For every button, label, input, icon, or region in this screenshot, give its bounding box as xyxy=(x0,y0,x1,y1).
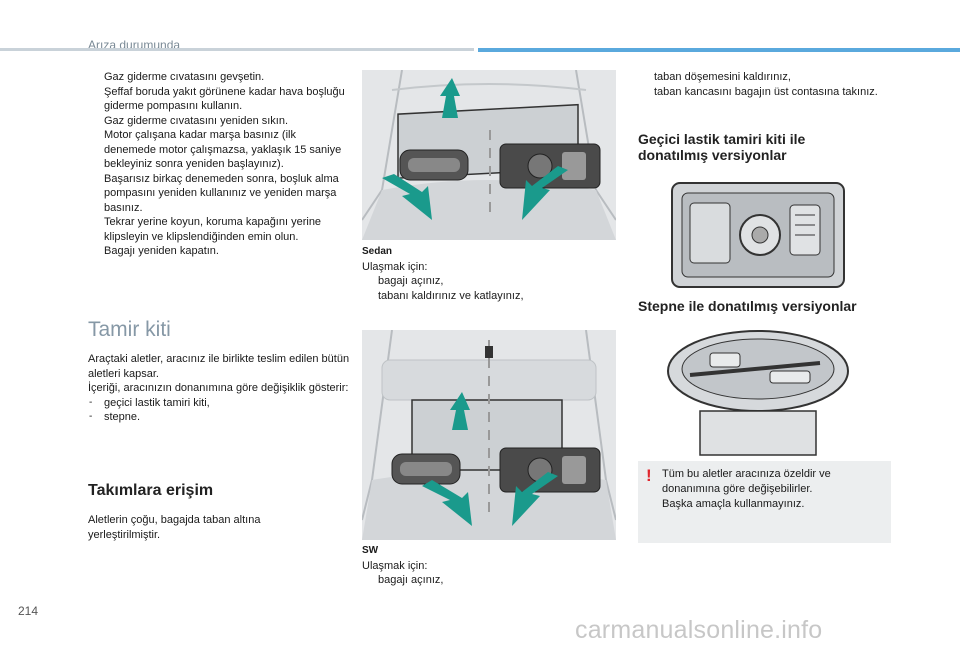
list-item: taban döşemesini kaldırınız, xyxy=(654,71,791,83)
list-item: Tekrar yerine koyun, koruma kapağını yer… xyxy=(104,216,322,243)
list-item: bagajı açınız, xyxy=(378,574,444,586)
sedan-trunk-drawing xyxy=(362,70,616,240)
takim-access-heading: Takımlara erişim xyxy=(88,482,214,499)
repair-kit-heading: Geçici lastik tamiri kiti ile donatılmış… xyxy=(638,131,806,163)
list-item: bagajı açınız, xyxy=(378,275,444,287)
warning-icon: ! xyxy=(646,466,652,485)
page-number: 214 xyxy=(18,604,39,618)
sw-trunk-illustration xyxy=(362,330,616,540)
spare-wheel-heading: Stepne ile donatılmış versiyonlar xyxy=(638,298,857,314)
takim-access-text: Aletlerin çoğu, bagajda taban altına yer… xyxy=(88,514,261,541)
watermark: carmanualsonline.info xyxy=(575,616,823,644)
list-item: Başarısız birkaç denemeden sonra, boşluk… xyxy=(104,172,339,214)
list-item: tabanı kaldırınız ve katlayınız, xyxy=(378,289,524,302)
spare-wheel-drawing xyxy=(667,330,849,456)
list-item: -geçici lastik tamiri kiti, xyxy=(89,396,210,409)
tamir-kiti-intro: Araçtaki aletler, aracınız ile birlikte … xyxy=(88,353,350,423)
sw-trunk-drawing xyxy=(362,330,616,540)
list-item: Bagajı yeniden kapatın. xyxy=(104,245,219,257)
header-divider xyxy=(0,48,474,51)
list-item: Motor çalışana kadar marşa basınız (ilk … xyxy=(104,129,342,170)
list-item: -stepne. xyxy=(89,411,141,423)
repair-kit-illustration xyxy=(660,175,856,295)
fuel-bleeding-steps: Gaz giderme cıvatasını gevşetin. Şeffaf … xyxy=(88,70,346,259)
repair-kit-drawing xyxy=(671,182,845,288)
floor-steps: taban döşemesini kaldırınız, taban kanca… xyxy=(638,70,888,99)
sedan-caption: Sedan Ulaşmak için: bagajı açınız, taban… xyxy=(362,245,612,303)
warning-note: ! Tüm bu aletler aracınıza özeldir ve do… xyxy=(638,461,891,543)
header-accent-bar xyxy=(478,48,960,52)
sw-caption: SW Ulaşmak için: bagajı açınız, xyxy=(362,544,612,588)
tamir-kiti-heading: Tamir kiti xyxy=(88,318,171,341)
list-item: Gaz giderme cıvatasını gevşetin. xyxy=(104,71,265,83)
list-item: taban kancasını bagajın üst contasına ta… xyxy=(654,85,878,98)
spare-wheel-illustration xyxy=(660,325,856,459)
sedan-trunk-illustration xyxy=(362,70,616,240)
list-item: Şeffaf boruda yakıt görünene kadar hava … xyxy=(104,85,345,113)
list-item: Gaz giderme cıvatasını yeniden sıkın. xyxy=(104,114,289,127)
